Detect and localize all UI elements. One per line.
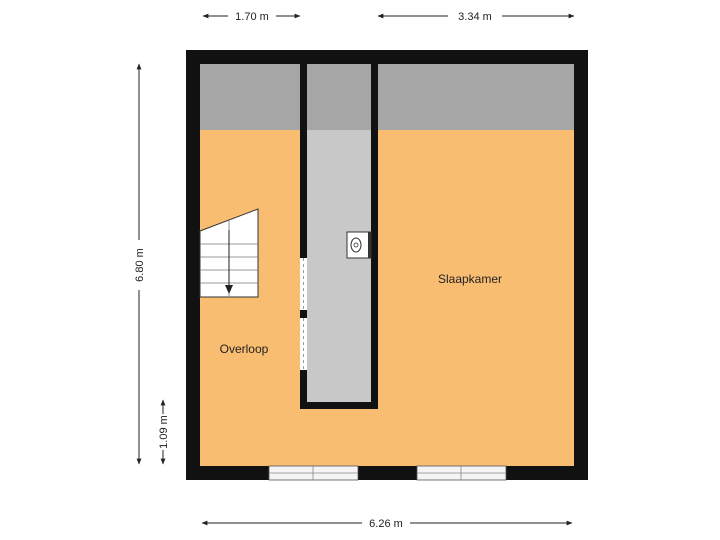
- dimension-label-left-small: 1.09 m: [158, 415, 170, 449]
- dimension-label-left-height: 6.80 m: [134, 248, 146, 282]
- floor-area: [200, 64, 574, 466]
- washbasin-icon: [346, 231, 372, 259]
- room-label-slaapkamer: Slaapkamer: [438, 272, 502, 286]
- staircase: [199, 208, 259, 298]
- room-label-overloop: Overloop: [220, 342, 269, 356]
- window-right: [416, 465, 507, 481]
- sloped-ceiling-area: [200, 64, 574, 130]
- shaft-sloped-top: [307, 64, 371, 130]
- dimension-top-left: 1.70 m: [202, 11, 301, 23]
- dimension-label-top-left: 1.70 m: [235, 11, 269, 23]
- stair-direction-arrow-icon: [225, 285, 233, 294]
- dimension-left-height: 6.80 m: [134, 63, 146, 465]
- dimension-left-small: 1.09 m: [158, 399, 170, 465]
- dimension-bottom: 6.26 m: [201, 518, 573, 530]
- dimension-label-top-right: 3.34 m: [458, 11, 492, 23]
- dimension-label-bottom: 6.26 m: [369, 518, 403, 530]
- window-left: [268, 465, 359, 481]
- dimension-top-right: 3.34 m: [377, 11, 575, 23]
